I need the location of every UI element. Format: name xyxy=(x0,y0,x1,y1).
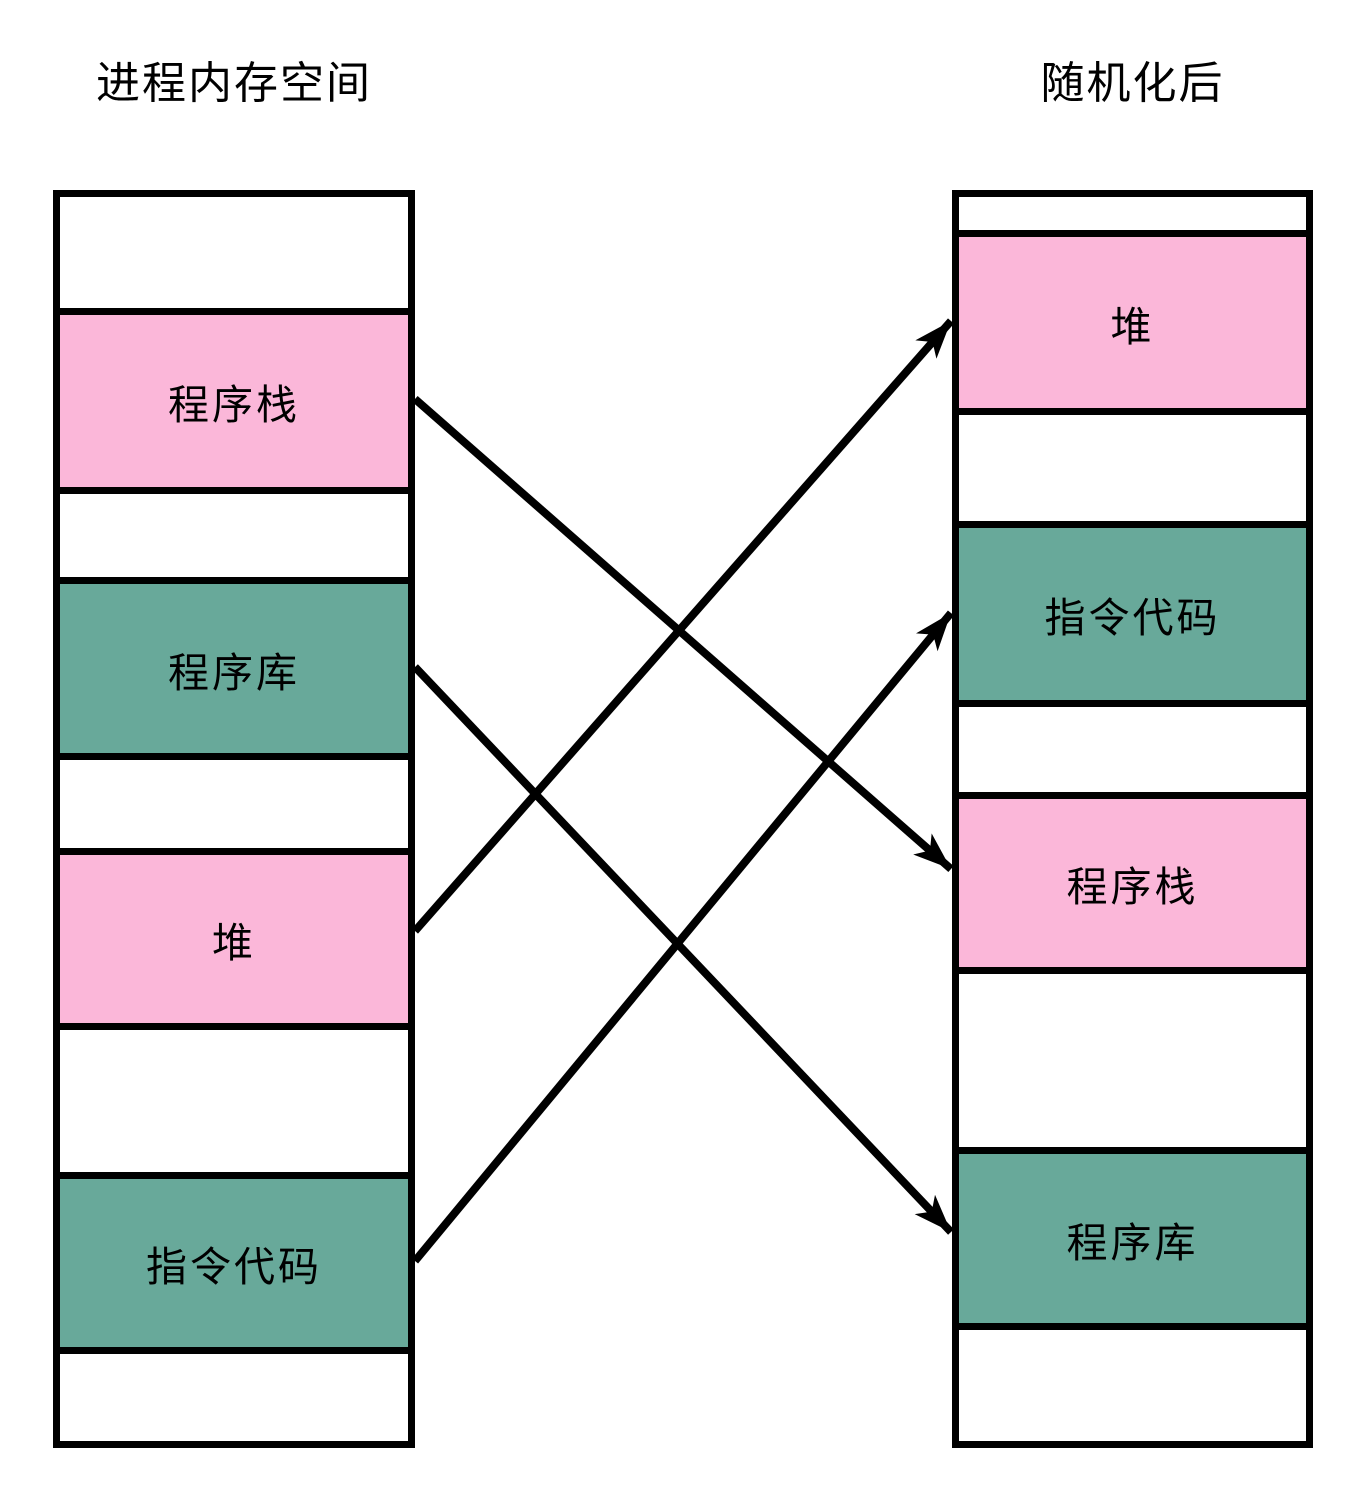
segment-label: 程序库 xyxy=(168,649,300,696)
arrow-heap-mapping xyxy=(411,318,955,934)
arrow-library-mapping xyxy=(412,664,954,1235)
memory-segment-empty xyxy=(959,407,1306,521)
memory-segment-stack-randomized: 程序栈 xyxy=(959,791,1306,967)
memory-segment-stack: 程序栈 xyxy=(60,308,408,488)
memory-segment-empty xyxy=(60,753,408,849)
segment-label: 程序栈 xyxy=(1066,863,1199,910)
memory-segment-library: 程序库 xyxy=(60,577,408,754)
memory-segment-code-randomized: 指令代码 xyxy=(959,520,1306,700)
segment-label: 堆 xyxy=(1110,303,1155,350)
memory-segment-heap: 堆 xyxy=(60,848,408,1024)
left-column-title: 进程内存空间 xyxy=(96,59,372,108)
memory-segment-empty xyxy=(60,197,408,309)
memory-segment-heap-randomized: 堆 xyxy=(959,230,1306,408)
memory-segment-empty xyxy=(60,1347,408,1442)
left-memory-column: 程序栈 程序库 堆 指令代码 xyxy=(53,190,415,1448)
segment-label: 堆 xyxy=(212,920,256,967)
memory-segment-empty xyxy=(60,1023,408,1173)
memory-segment-empty xyxy=(959,197,1306,231)
right-memory-column: 堆 指令代码 程序栈 程序库 xyxy=(952,190,1313,1448)
right-column-title: 随机化后 xyxy=(1040,59,1225,108)
arrow-stack-mapping xyxy=(412,395,954,873)
segment-label: 程序库 xyxy=(1066,1219,1199,1266)
segment-label: 指令代码 xyxy=(146,1244,322,1291)
memory-segment-empty xyxy=(959,1322,1306,1441)
segment-label: 指令代码 xyxy=(1044,594,1221,641)
memory-segment-library-randomized: 程序库 xyxy=(959,1147,1306,1323)
memory-segment-code: 指令代码 xyxy=(60,1172,408,1348)
memory-segment-empty xyxy=(60,487,408,578)
arrow-code-mapping xyxy=(411,610,955,1264)
segment-label: 程序栈 xyxy=(168,382,300,429)
memory-segment-empty xyxy=(959,966,1306,1148)
memory-segment-empty xyxy=(959,699,1306,792)
